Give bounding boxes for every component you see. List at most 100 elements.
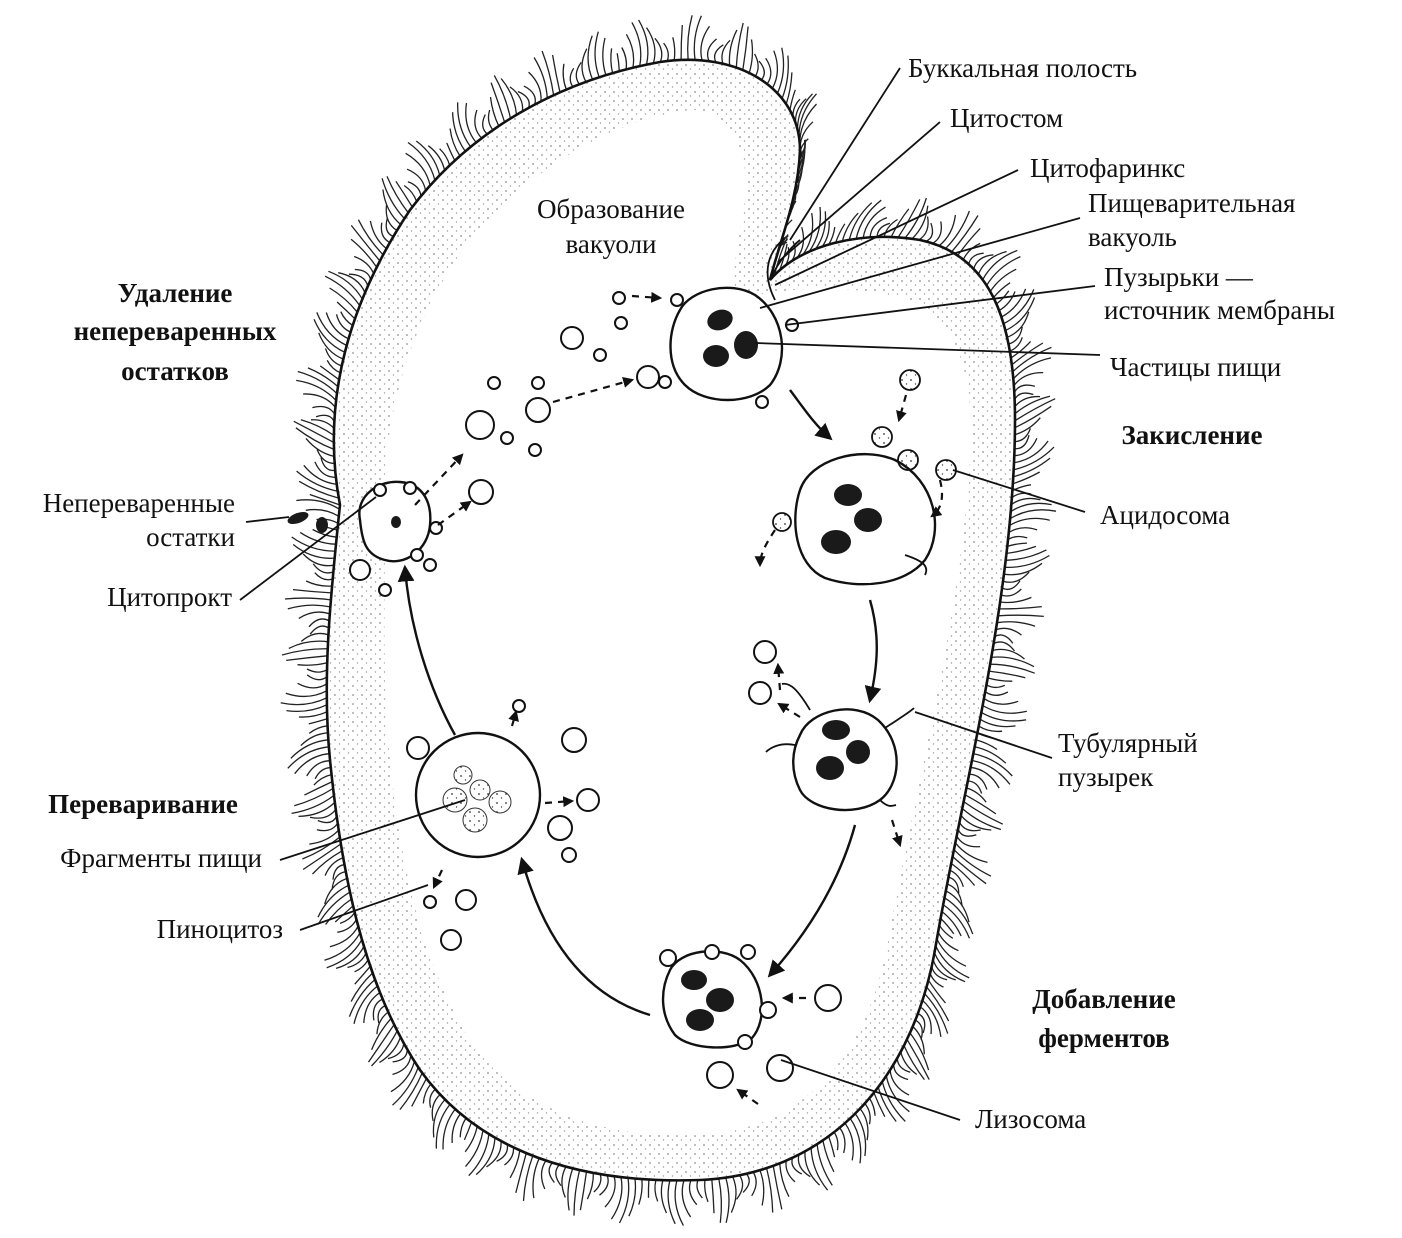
cilium [865,1103,870,1124]
cilium [510,87,523,111]
cilium [320,366,339,380]
cilium [491,83,505,123]
cilium [829,1136,835,1157]
cilium [1000,597,1031,602]
label-tubular-vesicle: Тубулярный [1058,728,1198,758]
cilium [890,1070,909,1095]
cilium [926,223,933,241]
label-vacuole-formation: Образование [537,194,685,224]
cilium [987,685,1005,688]
cilium [594,1174,601,1192]
stage-acidification: Закисление [1121,420,1262,450]
cilium [874,1093,885,1117]
cilium [778,48,784,94]
cilium [450,129,460,156]
cilium [984,699,1018,705]
cilium [979,726,1002,731]
cilium [622,48,627,70]
cilium [629,1179,636,1217]
cilium [611,1177,622,1219]
cilium [372,1031,398,1066]
cilium [355,966,371,984]
cilium [338,273,365,293]
cilium [412,1079,427,1107]
cilium [661,1180,666,1213]
cilium [319,333,344,359]
cilium [780,1163,789,1196]
cilium [689,1180,696,1204]
cilium [668,1180,675,1224]
cilium [845,1123,853,1160]
cilium [588,36,593,80]
cilium [943,905,969,939]
cilium [605,1176,615,1207]
cilium [452,1114,460,1143]
cilium [433,1100,445,1138]
cilium [673,37,675,60]
cilium [303,554,334,566]
cilium [298,683,327,688]
cilium [1010,510,1056,519]
cilium [318,885,349,917]
cilium [988,678,1013,681]
cilium [298,663,328,665]
cilium [719,1179,722,1223]
cilium [1002,289,1026,317]
label-vacuole-formation: вакуоли [565,229,656,259]
cilium [823,1140,834,1172]
cilium [549,1163,554,1183]
cilium [460,1118,466,1137]
cilium [786,1161,795,1182]
cilium [336,946,364,968]
cilium [383,189,401,224]
cilium [582,49,587,82]
cilium [315,573,333,580]
cilium [299,712,327,717]
cilium [1007,312,1029,338]
label-digestive-vacuole: вакуоль [1088,222,1177,252]
label-acidosome: Ацидосома [1100,500,1230,530]
cilium [927,987,949,1021]
cilium [996,628,1022,635]
cilium [760,1170,764,1205]
cilium [767,1168,773,1212]
cilium [705,1180,708,1202]
label-food-particles: Частицы пищи [1110,352,1281,382]
cilium [337,919,356,932]
cilium [999,607,1042,609]
cilium [301,733,328,746]
cilium [850,1118,861,1163]
label-buccal-cavity: Буккальная полость [908,53,1137,83]
cilium [840,1128,845,1153]
cilium [400,1073,422,1110]
cilium [681,25,682,60]
cilium [563,64,566,90]
cilium [285,598,331,600]
label-membrane-vesicles: Пузырьки — [1104,262,1254,292]
cilium [580,1172,586,1211]
stage-removal: остатков [121,356,229,386]
cilium [293,590,331,593]
cilium [315,462,336,477]
cilium [542,51,554,95]
cilium [972,761,1010,785]
cilium [878,1087,896,1121]
cilium [966,788,986,802]
cilium [325,276,360,306]
cilium [524,1156,533,1201]
label-cytostome: Цитостом [950,103,1063,133]
cilium [962,809,1001,830]
cilium [406,153,431,185]
cilium [737,1175,743,1199]
cilium [772,51,777,89]
cilium [882,1082,905,1122]
cilium [965,795,996,814]
cilium [370,221,386,249]
cilium [464,1122,471,1140]
cilium [574,1170,580,1216]
cilium [834,1132,838,1150]
cilium [483,115,488,135]
cilium [317,312,347,345]
stage-digestion: Переваривание [48,789,238,819]
